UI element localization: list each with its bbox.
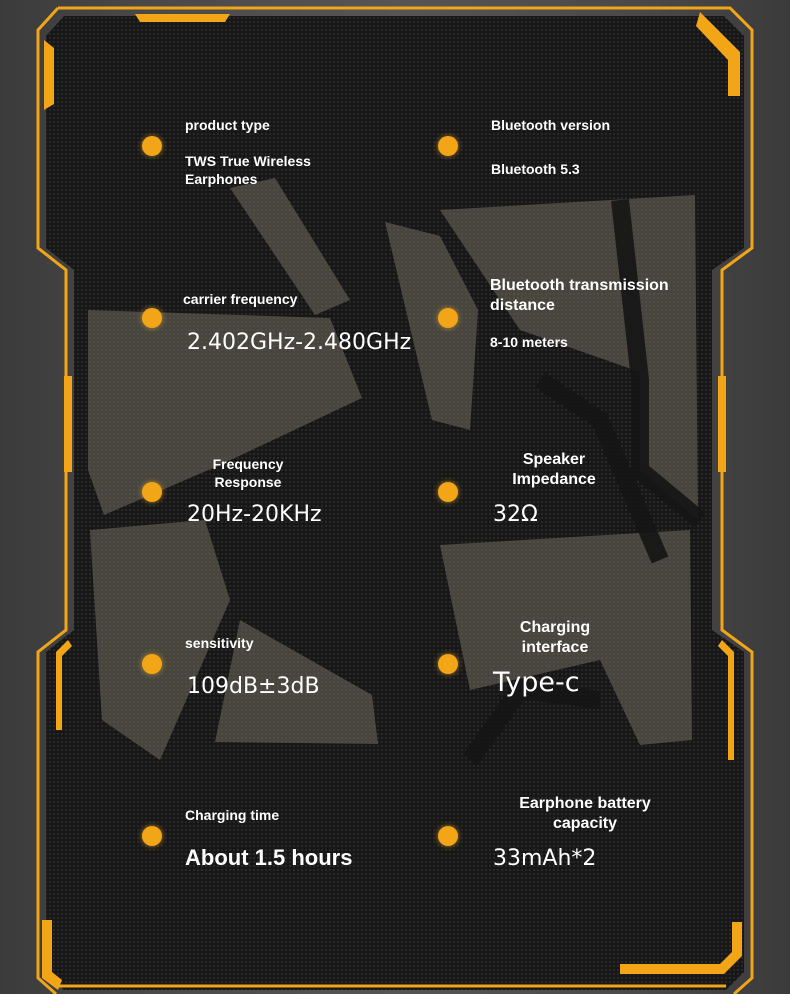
bullet-dot-icon <box>438 826 458 846</box>
spec-label: Charging interface <box>519 619 591 656</box>
frame-accents <box>42 12 742 990</box>
spec-label: Frequency Response <box>212 456 284 490</box>
spec-value: About 1.5 hours <box>185 845 353 870</box>
spec-value: 2.402GHz-2.480GHz <box>187 330 412 355</box>
bullet-dot-icon <box>142 136 162 156</box>
spec-value: 32Ω <box>493 502 538 527</box>
bullet-dot-icon <box>438 308 458 328</box>
spec-value: Bluetooth 5.3 <box>491 161 580 177</box>
spec-label: Bluetooth transmission distance <box>490 277 669 314</box>
spec-label: product type <box>185 117 270 133</box>
spec-value: 20Hz-20KHz <box>187 502 322 527</box>
bullet-dot-icon <box>438 136 458 156</box>
bullet-dot-icon <box>142 308 162 328</box>
spec-value: 8-10 meters <box>490 334 568 350</box>
spec-label: sensitivity <box>185 635 254 651</box>
bullet-dot-icon <box>142 826 162 846</box>
bullet-dot-icon <box>142 482 162 502</box>
emblem-dark-lines <box>462 199 706 766</box>
spec-value: 109dB±3dB <box>187 674 320 699</box>
bullet-dot-icon <box>142 654 162 674</box>
spec-label: Charging time <box>185 807 280 823</box>
spec-label: Earphone battery capacity <box>519 795 651 832</box>
spec-value: Type-c <box>493 667 580 698</box>
spec-label: Speaker Impedance <box>512 451 596 488</box>
spec-label: carrier frequency <box>183 291 298 307</box>
spec-label: Bluetooth version <box>491 117 611 133</box>
bullet-dot-icon <box>438 482 458 502</box>
spec-value: TWS True Wireless Earphones <box>185 153 311 187</box>
spec-value: 33mAh*2 <box>493 846 597 871</box>
bullet-dot-icon <box>438 654 458 674</box>
